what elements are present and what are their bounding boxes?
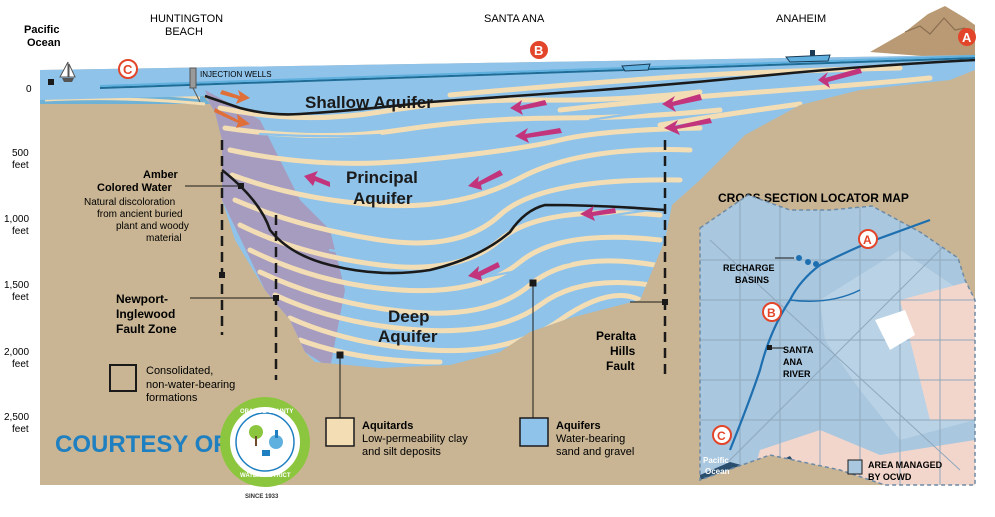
injection-well <box>189 67 197 89</box>
amber-callout: Amber Colored Water Natural discoloratio… <box>84 169 244 244</box>
svg-text:AREA MANAGED: AREA MANAGED <box>868 460 943 470</box>
svg-text:plant and woody: plant and woody <box>116 221 189 232</box>
depth-tick-2500: 2,500 <box>4 412 29 423</box>
peralta-callout: Peralta Hills Fault <box>596 299 668 373</box>
legend-consolidated: Consolidated, non-water-bearing formatio… <box>109 364 235 404</box>
svg-text:SINCE 1933: SINCE 1933 <box>245 494 279 500</box>
label-shallow-aquifer: Shallow Aquifer <box>305 93 433 112</box>
aquifer-boundaries <box>204 58 976 275</box>
depth-tick-2000: 2,000 <box>4 347 29 358</box>
svg-text:Water-bearing: Water-bearing <box>556 433 625 445</box>
svg-text:B: B <box>767 306 776 320</box>
svg-text:formations: formations <box>146 392 198 404</box>
ocean-label-line1: Pacific <box>24 24 59 36</box>
svg-text:SANTA: SANTA <box>783 345 814 355</box>
map-marker-c: C <box>712 425 732 445</box>
svg-text:feet: feet <box>12 359 29 370</box>
tree-icon <box>249 425 263 439</box>
sailboat-icon <box>59 61 76 82</box>
svg-text:Natural discoloration: Natural discoloration <box>84 197 175 208</box>
locator-map: CROSS SECTION LOCATOR MAP <box>699 191 976 486</box>
legend-aquitards: Aquitards Low-permeability clay and silt… <box>325 417 468 458</box>
marker-a: A <box>958 28 976 46</box>
svg-text:and silt deposits: and silt deposits <box>362 446 441 458</box>
svg-text:Amber: Amber <box>143 169 179 181</box>
svg-text:ORANGE COUNTY: ORANGE COUNTY <box>240 409 293 415</box>
svg-text:C: C <box>123 62 133 77</box>
flask-icon <box>269 435 283 449</box>
svg-text:Ocean: Ocean <box>705 467 730 476</box>
ground-surface <box>99 57 976 89</box>
city-santa-ana: SANTA ANA <box>484 13 545 25</box>
svg-text:RECHARGE: RECHARGE <box>723 263 775 273</box>
svg-text:non-water-bearing: non-water-bearing <box>146 379 235 391</box>
depth-tick-1000: 1,000 <box>4 214 29 225</box>
map-marker-b: B <box>762 302 782 322</box>
marker-b: B <box>530 41 548 59</box>
label-deep-line1: Deep <box>388 307 430 326</box>
mountain <box>870 6 975 60</box>
svg-text:BASINS: BASINS <box>735 275 769 285</box>
svg-text:A: A <box>962 30 972 45</box>
svg-text:C: C <box>717 429 726 443</box>
svg-text:B: B <box>534 43 543 58</box>
depth-axis: 0 500 feet 1,000 feet 1,500 feet 2,000 f… <box>4 84 32 435</box>
city-huntington-line1: HUNTINGTON <box>150 13 223 25</box>
svg-text:Fault Zone: Fault Zone <box>116 322 177 336</box>
svg-text:feet: feet <box>12 292 29 303</box>
svg-text:feet: feet <box>12 160 29 171</box>
svg-text:Fault: Fault <box>606 359 635 373</box>
newport-callout: Newport- Inglewood Fault Zone <box>116 272 279 336</box>
courtesy-text: COURTESY OF <box>55 431 228 458</box>
depth-tick-500: 500 <box>12 148 29 159</box>
svg-text:Hills: Hills <box>610 344 636 358</box>
svg-text:Aquifers: Aquifers <box>556 420 601 432</box>
flow-arrows <box>304 68 862 281</box>
svg-text:A: A <box>863 233 872 247</box>
depth-tick-1500: 1,500 <box>4 280 29 291</box>
svg-text:ANA: ANA <box>783 357 803 367</box>
label-principal-line2: Aquifer <box>353 189 413 208</box>
svg-text:Colored Water: Colored Water <box>97 182 172 194</box>
svg-text:Peralta: Peralta <box>596 329 636 343</box>
svg-text:material: material <box>146 233 182 244</box>
legend-pointers <box>336 279 537 418</box>
svg-text:feet: feet <box>12 424 29 435</box>
svg-text:sand and gravel: sand and gravel <box>556 446 634 458</box>
svg-text:Low-permeability clay: Low-permeability clay <box>362 433 468 445</box>
svg-text:Consolidated,: Consolidated, <box>146 365 213 377</box>
svg-text:WATER DISTRICT: WATER DISTRICT <box>240 473 291 479</box>
santa-ana-river <box>728 218 931 451</box>
ocwd-logo: ORANGE COUNTY WATER DISTRICT SINCE 1933 <box>220 397 310 500</box>
label-deep-line2: Aquifer <box>378 327 438 346</box>
city-huntington-line2: BEACH <box>165 26 203 38</box>
svg-text:feet: feet <box>12 226 29 237</box>
injection-wells-label: INJECTION WELLS <box>200 70 272 79</box>
svg-text:Pacific: Pacific <box>703 456 729 465</box>
faucet-icon <box>262 450 270 456</box>
ocean-label-line2: Ocean <box>27 37 61 49</box>
label-principal-line1: Principal <box>346 168 418 187</box>
map-marker-a: A <box>858 229 878 249</box>
svg-text:Aquitards: Aquitards <box>362 420 413 432</box>
svg-text:BY OCWD: BY OCWD <box>868 472 912 482</box>
injection-arrows <box>214 90 250 128</box>
recharge-basin-1 <box>621 63 651 72</box>
ocean-marker <box>48 79 54 85</box>
svg-text:from ancient buried: from ancient buried <box>97 209 183 220</box>
svg-text:Newport-: Newport- <box>116 292 168 306</box>
svg-text:Inglewood: Inglewood <box>116 307 175 321</box>
city-anaheim: ANAHEIM <box>776 13 826 25</box>
legend-aquifers: Aquifers Water-bearing sand and gravel <box>519 417 634 458</box>
svg-text:RIVER: RIVER <box>783 369 811 379</box>
recharge-basin-2 <box>784 54 831 63</box>
marker-c: C <box>118 59 138 79</box>
depth-tick-0: 0 <box>26 84 32 95</box>
